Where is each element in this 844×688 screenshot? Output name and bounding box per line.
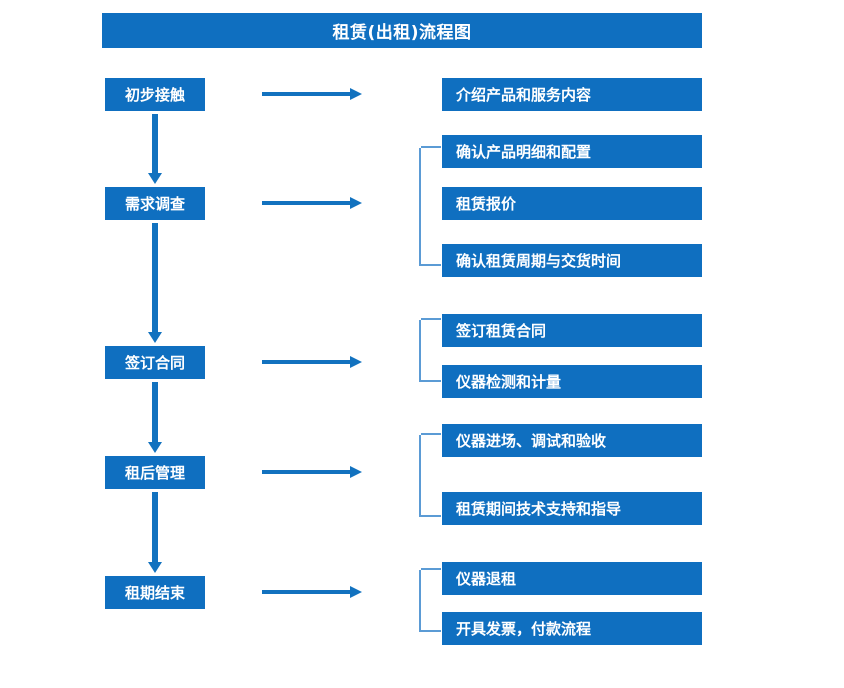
stage-box-2[interactable]: 需求调查	[105, 187, 205, 220]
flow-arrow-down-3	[146, 382, 164, 453]
group-bracket-2	[419, 318, 441, 382]
detail-box-7[interactable]: 仪器进场、调试和验收	[442, 424, 702, 457]
flow-arrow-down-4	[146, 492, 164, 573]
detail-box-2[interactable]: 确认产品明细和配置	[442, 135, 702, 168]
group-bracket-1	[419, 146, 441, 266]
detail-box-4[interactable]: 确认租赁周期与交货时间	[442, 244, 702, 277]
detail-box-1[interactable]: 介绍产品和服务内容	[442, 78, 702, 111]
detail-box-3[interactable]: 租赁报价	[442, 187, 702, 220]
stage-box-3[interactable]: 签订合同	[105, 346, 205, 379]
group-bracket-3	[419, 433, 441, 517]
detail-box-5[interactable]: 签订租赁合同	[442, 314, 702, 347]
detail-arrow-right-4	[262, 466, 362, 478]
detail-box-10[interactable]: 开具发票，付款流程	[442, 612, 702, 645]
stage-box-4[interactable]: 租后管理	[105, 456, 205, 489]
flow-arrow-down-2	[146, 223, 164, 343]
detail-arrow-right-5	[262, 586, 362, 598]
flow-arrow-down-1	[146, 114, 164, 184]
detail-arrow-right-2	[262, 197, 362, 209]
stage-box-5[interactable]: 租期结束	[105, 576, 205, 609]
chart-title: 租赁(出租)流程图	[102, 13, 702, 48]
group-bracket-4	[419, 568, 441, 632]
detail-arrow-right-1	[262, 88, 362, 100]
detail-box-6[interactable]: 仪器检测和计量	[442, 365, 702, 398]
detail-box-9[interactable]: 仪器退租	[442, 562, 702, 595]
detail-arrow-right-3	[262, 356, 362, 368]
detail-box-8[interactable]: 租赁期间技术支持和指导	[442, 492, 702, 525]
stage-box-1[interactable]: 初步接触	[105, 78, 205, 111]
